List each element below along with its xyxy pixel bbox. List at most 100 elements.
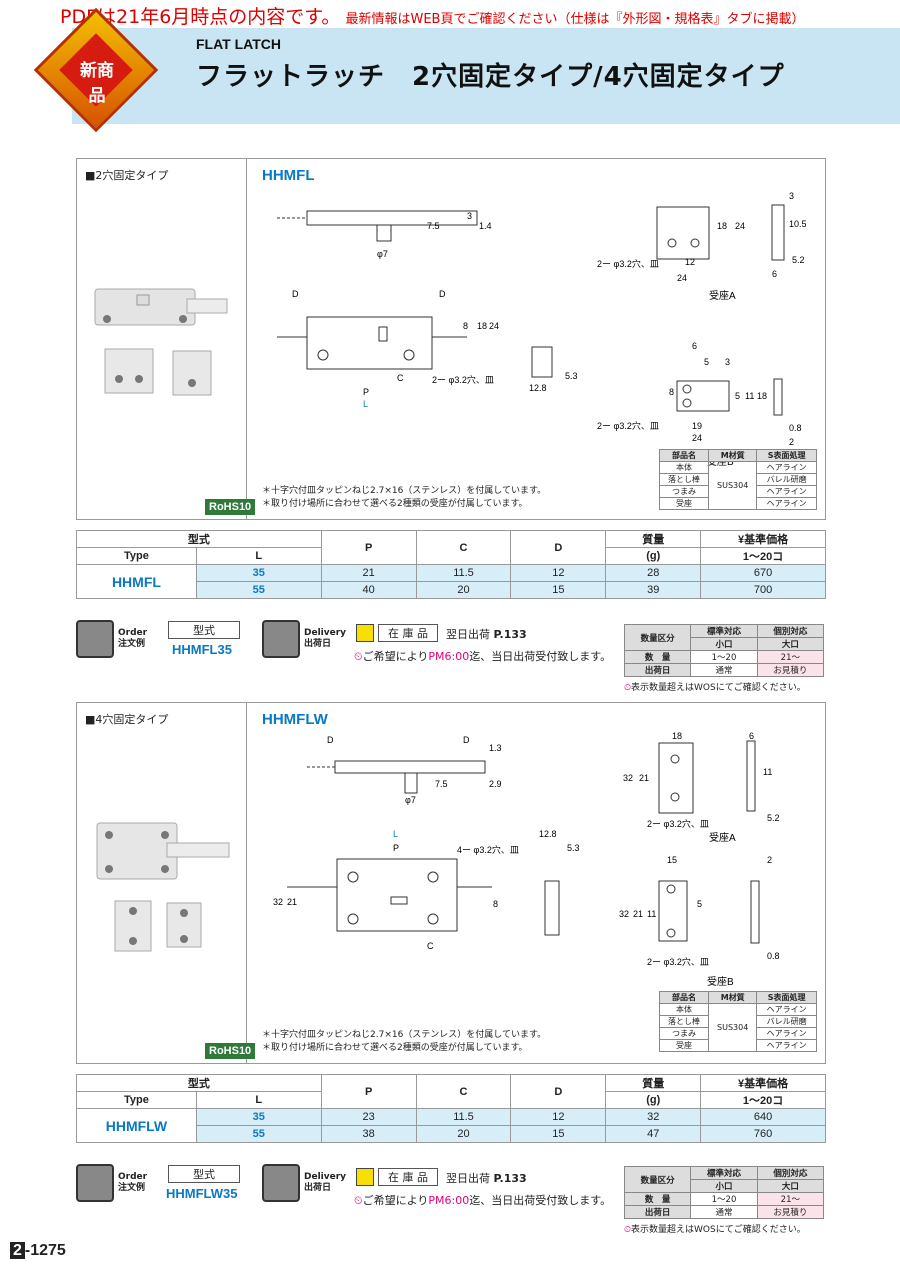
qty-h3a: 個別対応 [756, 624, 825, 638]
cell-D: 15 [510, 581, 607, 599]
stock-icon [356, 624, 374, 642]
quantity-table: 数量区分 標準対応 個別対応 小口 大口 数 量 1〜20 21〜 出荷日 通常… [623, 1166, 825, 1219]
th-kata: 型式 [76, 530, 322, 548]
dim-3: 3 [467, 211, 472, 221]
th-price-sub: 1〜20コ [700, 547, 826, 565]
dim-a-24: 24 [677, 273, 687, 283]
dim-a-21: 21 [639, 773, 649, 783]
cell-L: 55 [195, 1125, 322, 1143]
clock-icon: ⏲ [354, 650, 363, 663]
product-title: フラットラッチ 2穴固定タイプ/4穴固定タイプ [196, 62, 785, 92]
mat-part: 本体 [658, 461, 710, 474]
qty-h2b: 小口 [690, 1179, 758, 1193]
dim-a-18: 18 [717, 221, 727, 231]
mat-surface: ヘアライン [756, 1039, 817, 1052]
th-C: C [415, 530, 512, 565]
mat-material: SUS304 [708, 1003, 758, 1052]
pm-time: PM6:00 [428, 1194, 470, 1207]
type-value: HHMFL [76, 564, 197, 599]
qty-note-text: 表示数量超えはWOSにてご確認ください。 [631, 1225, 806, 1235]
dim-b-15: 15 [667, 855, 677, 865]
cell-price: 700 [700, 581, 826, 599]
dim-14: 1.4 [479, 221, 492, 231]
qty-h1: 数量区分 [623, 1166, 692, 1193]
mat-part: 落とし棒 [658, 473, 710, 486]
notes: ＊十字穴付皿タッピンねじ2.7×16（ステンレス）を付属しています。 ＊取り付け… [262, 1029, 546, 1055]
cell-price: 760 [700, 1125, 826, 1143]
th-P: P [320, 530, 417, 565]
delivery-label: Delivery 出荷日 [304, 1172, 346, 1194]
order-jp: 注文例 [118, 1183, 146, 1193]
order-example: HHMFL35 [172, 642, 232, 657]
cell-D: 15 [510, 1125, 607, 1143]
dim-8: 8 [493, 899, 498, 909]
dim-a-52: 5.2 [767, 813, 780, 823]
mat-h-part: 部品名 [658, 449, 710, 462]
dim-b-2: 2 [767, 855, 772, 865]
notice-sub: 最新情報はWEB頁でご確認ください（仕様は『外形図・規格表』タブに掲載） [345, 12, 805, 27]
th-price: ¥基準価格 [700, 530, 826, 548]
product-subtitle: FLAT LATCH [196, 36, 282, 52]
dim-D-right: D [463, 735, 470, 745]
cell-L: 55 [195, 581, 322, 599]
notice-main: PDFは21年6月時点の内容です。 [60, 6, 341, 28]
mat-h-material: M材質 [708, 991, 758, 1004]
type-value: HHMFLW [76, 1108, 197, 1143]
dim-phi7: φ7 [377, 249, 388, 259]
rohs-badge: RoHS10 [205, 1043, 256, 1059]
catalog-page-link[interactable]: P.133 [493, 628, 527, 641]
phone-icon [76, 620, 114, 658]
note-line: ＊取り付け場所に合わせて選べる2種類の受座が付属しています。 [262, 499, 528, 509]
delivery-en: Delivery [304, 628, 347, 638]
cell-D: 12 [510, 564, 607, 582]
mat-part: つまみ [658, 1027, 710, 1040]
dim-a-6: 6 [772, 269, 777, 279]
th-type: Type [76, 1091, 197, 1109]
dim-b-5: 5 [704, 357, 709, 367]
order-label: Order 注文例 [118, 1172, 147, 1194]
dim-C: C [397, 373, 404, 383]
qty-r2-large: お見積り [756, 1205, 825, 1219]
dim-P: P [393, 843, 399, 853]
mat-surface: ヘアライン [756, 1003, 817, 1016]
order-en: Order [118, 628, 148, 638]
cell-L: 35 [195, 564, 322, 582]
material-table: 部品名 M材質 S表面処理 本体 SUS304 ヘアライン 落とし棒 バレル研磨… [658, 991, 817, 1052]
qty-h3b: 大口 [756, 637, 825, 651]
qty-h2b: 小口 [690, 637, 758, 651]
cell-mass: 47 [605, 1125, 702, 1143]
mat-h-surface: S表面処理 [756, 991, 817, 1004]
mat-part: 受座 [658, 1039, 710, 1052]
dim-18: 18 [477, 321, 487, 331]
dim-a-12: 12 [685, 257, 695, 267]
clock-icon: ⏲ [354, 1194, 363, 1207]
hole-label-b: 2ー φ3.2穴、皿 [647, 956, 709, 967]
order-en: Order [118, 1172, 148, 1182]
mat-surface: バレル研磨 [756, 473, 817, 486]
spec-table: 型式 P C D 質量 ¥基準価格 Type L (g) 1〜20コ HHMFL… [76, 1074, 826, 1143]
catalog-page-link[interactable]: P.133 [493, 1172, 527, 1185]
dim-D-left: D [292, 289, 299, 299]
cell-C: 11.5 [415, 1108, 512, 1126]
cell-P: 38 [320, 1125, 417, 1143]
product-photo [94, 288, 228, 396]
dim-128: 12.8 [539, 829, 557, 839]
dim-a-6: 6 [749, 731, 754, 741]
th-kata: 型式 [76, 1074, 322, 1092]
mat-part: つまみ [658, 485, 710, 498]
dim-L: L [393, 829, 398, 839]
seat-b-label: 受座B [707, 975, 734, 988]
qty-r1-small: 1〜20 [690, 650, 758, 664]
dim-b-21: 21 [633, 909, 643, 919]
truck-icon [262, 1164, 300, 1202]
dim-L: L [363, 399, 368, 409]
pdf-notice: PDFは21年6月時点の内容です。 最新情報はWEB頁でご確認ください（仕様は『… [60, 2, 900, 29]
model-code: HHMFL [262, 167, 315, 184]
notes: ＊十字穴付皿タッピンねじ2.7×16（ステンレス）を付属しています。 ＊取り付け… [262, 485, 546, 511]
cell-L: 35 [195, 1108, 322, 1126]
dim-75: 7.5 [435, 779, 448, 789]
dim-53: 5.3 [567, 843, 580, 853]
mat-surface: バレル研磨 [756, 1015, 817, 1028]
pm-pre: ご希望により [362, 1194, 429, 1207]
order-label: Order 注文例 [118, 628, 147, 650]
